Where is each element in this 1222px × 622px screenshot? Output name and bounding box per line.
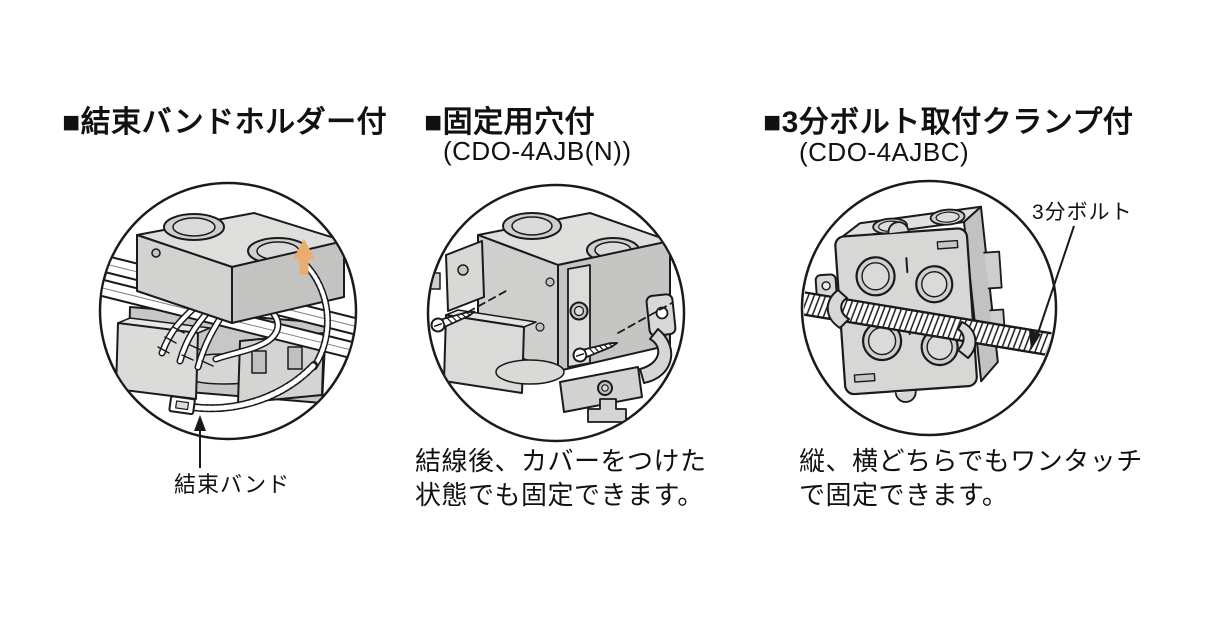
orange-up-arrow-icon [293, 239, 315, 275]
panel-bolt-clamp-heading: ■3分ボルト取付クランプ付 [763, 106, 1134, 139]
panel-fixing-holes-heading: ■固定用穴付 [424, 106, 596, 139]
panel-bolt-clamp-model-code: (CDO-4AJBC) [799, 137, 970, 167]
bolt-clamp-caption: 縦、横どちらでもワンタッチ で固定できます。 [799, 444, 1143, 512]
cable-tie-head [168, 395, 196, 416]
tie-holder-illustration [98, 181, 358, 468]
caption-line: 状態でも固定できます。 [415, 480, 704, 510]
cable-tie-callout-arrow [194, 415, 206, 468]
cable-tie-bands [188, 259, 331, 413]
bolt-clamp-illustration [800, 179, 1075, 437]
junction-box-open [429, 212, 677, 423]
panel-fixing-holes-model-code: (CDO-4AJB(N)) [443, 136, 632, 166]
bolt-callout-arrow [1029, 225, 1075, 350]
caption-line: 結線後、カバーをつけた [415, 446, 707, 476]
bolt-label: 3分ボルト [1032, 201, 1133, 224]
mounting-screw-left [430, 290, 507, 333]
bolt-clamp-fingers [826, 289, 977, 359]
caption-line: 縦、横どちらでもワンタッチ [799, 446, 1143, 476]
panel-tie-holder-heading: ■結束バンドホルダー付 [62, 106, 388, 139]
caption-line: で固定できます。 [799, 480, 1009, 510]
threaded-rod [804, 284, 1054, 368]
fixing-holes-illustration [426, 183, 686, 443]
cable-tie-label: 結束バンド [174, 472, 291, 497]
fixing-holes-caption: 結線後、カバーをつけた 状態でも固定できます。 [415, 444, 707, 512]
mounting-screw-right [572, 302, 673, 363]
